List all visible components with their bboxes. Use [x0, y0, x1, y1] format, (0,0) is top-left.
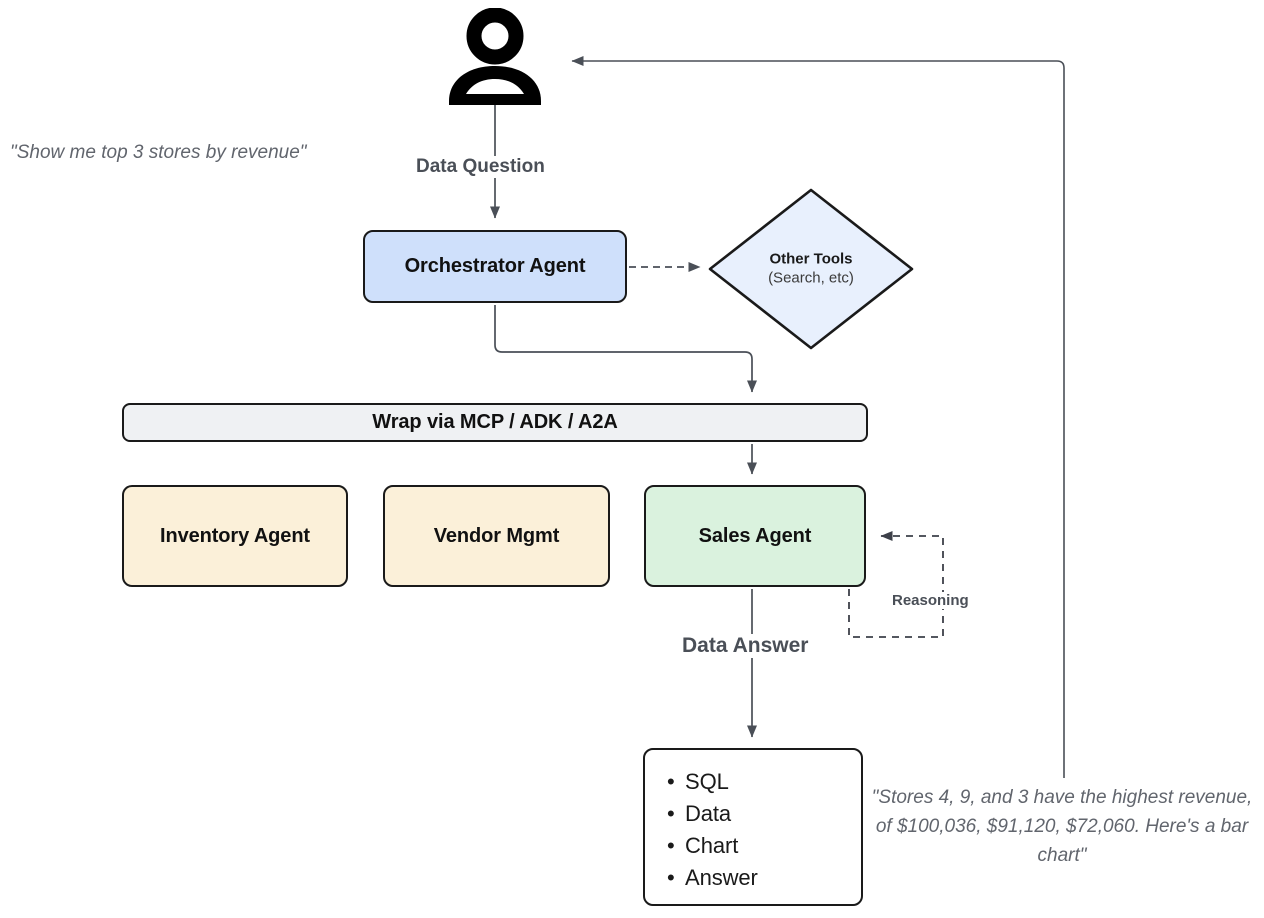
- other-tools-label: Other Tools: [769, 250, 853, 268]
- node-orchestrator-agent[interactable]: Orchestrator Agent: [363, 230, 627, 303]
- list-item: SQL: [667, 766, 861, 798]
- orchestrator-agent-label: Orchestrator Agent: [404, 255, 586, 277]
- edge-label-reasoning: Reasoning: [887, 592, 974, 609]
- list-item: Answer: [667, 862, 861, 894]
- mcp-wrap-bar-label: Wrap via MCP / ADK / A2A: [372, 411, 618, 433]
- node-output-artifacts[interactable]: SQL Data Chart Answer: [643, 748, 863, 906]
- list-item: Chart: [667, 830, 861, 862]
- output-artifact-list: SQL Data Chart Answer: [667, 766, 861, 894]
- node-mcp-wrap-bar[interactable]: Wrap via MCP / ADK / A2A: [122, 403, 868, 442]
- vendor-mgmt-label: Vendor Mgmt: [433, 524, 560, 547]
- edge-label-data-answer: Data Answer: [677, 634, 814, 658]
- list-item: Data: [667, 798, 861, 830]
- annotation-answer-quote: "Stores 4, 9, and 3 have the highest rev…: [871, 787, 1253, 866]
- other-tools-text-block: Other Tools (Search, etc): [710, 250, 912, 288]
- edge-label-data-question: Data Question: [411, 156, 550, 178]
- node-inventory-agent[interactable]: Inventory Agent: [122, 485, 348, 587]
- annotation-user-quote: "Show me top 3 stores by revenue": [10, 142, 307, 163]
- node-sales-agent[interactable]: Sales Agent: [644, 485, 866, 587]
- other-tools-sublabel: (Search, etc): [768, 269, 854, 286]
- node-vendor-mgmt[interactable]: Vendor Mgmt: [383, 485, 610, 587]
- inventory-agent-label: Inventory Agent: [160, 524, 310, 547]
- node-other-tools[interactable]: Other Tools (Search, etc): [710, 190, 912, 348]
- user-person-icon: [441, 7, 549, 108]
- sales-agent-label: Sales Agent: [698, 524, 812, 547]
